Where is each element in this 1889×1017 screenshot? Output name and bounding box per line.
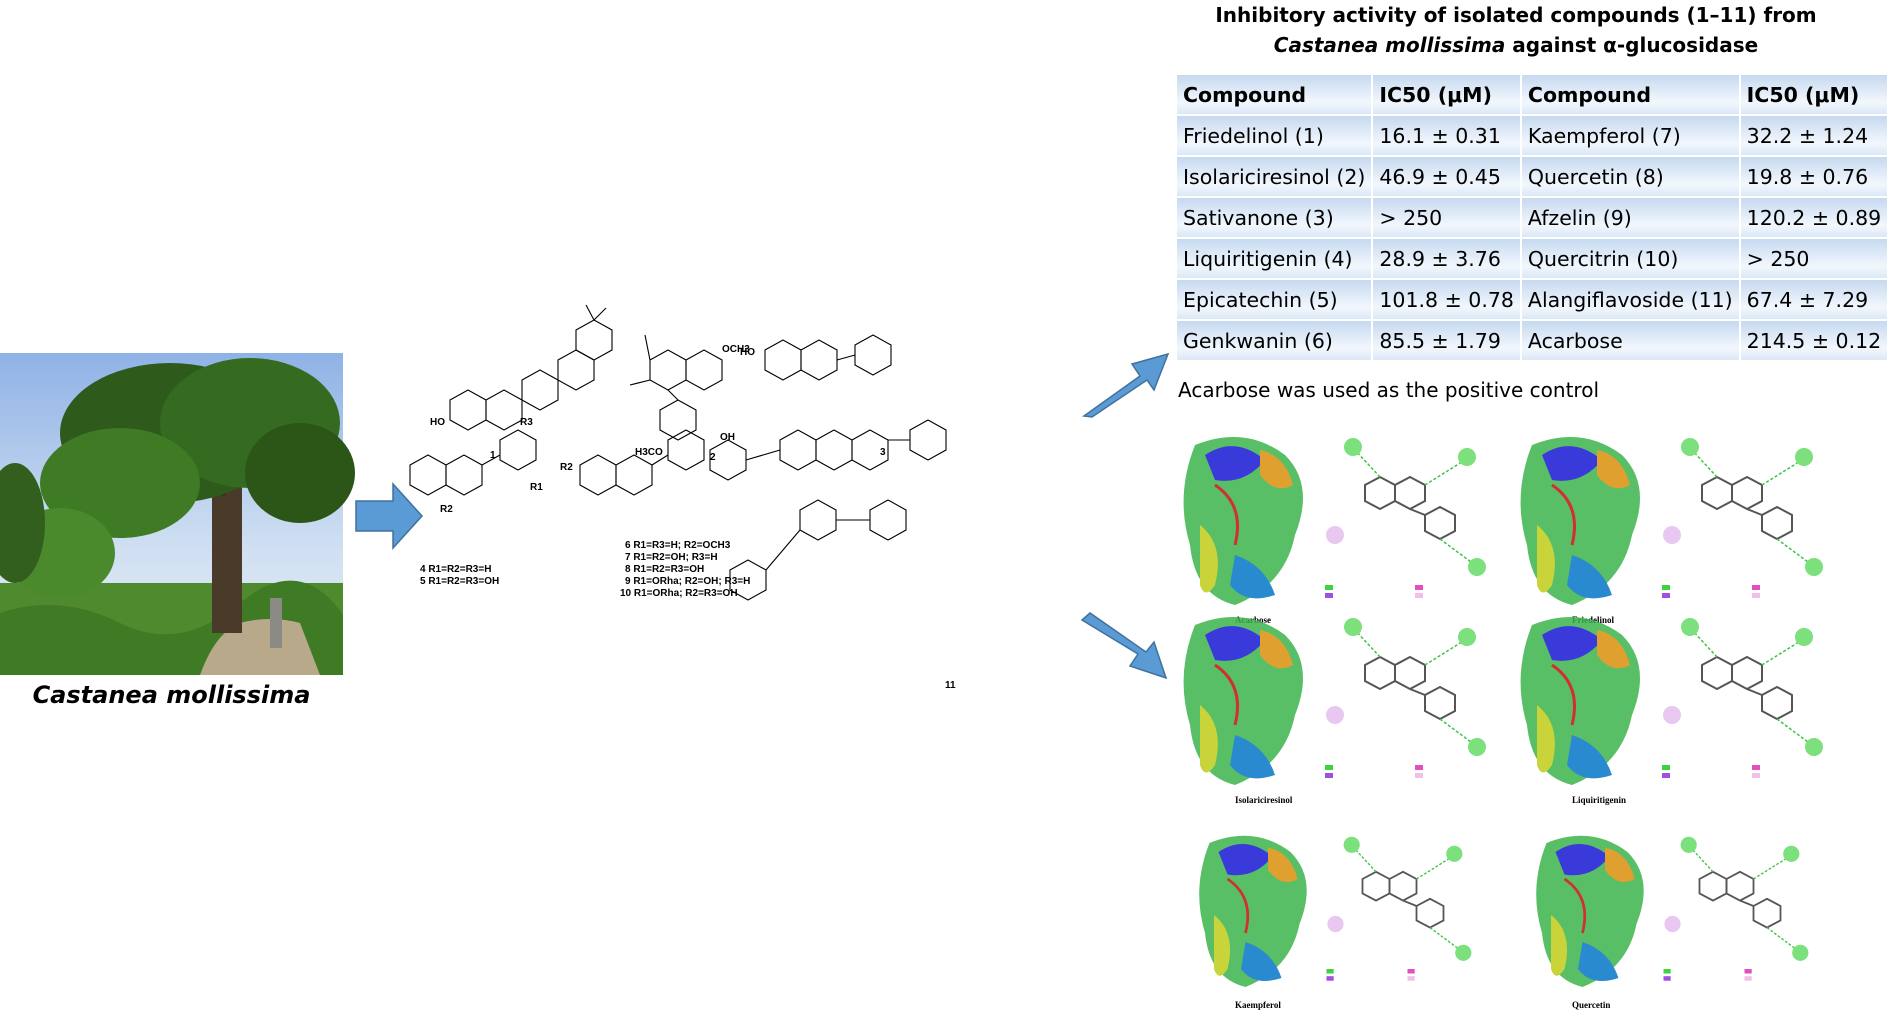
compound-3-label: 3: [880, 447, 886, 458]
docking-label: Isolariciresinol: [1235, 795, 1293, 805]
docking-panel: Kaempferol: [1175, 825, 1505, 1010]
cell: Quercetin (8): [1521, 157, 1739, 196]
title-line-2: Castanea mollissima against α-glucosidas…: [1273, 33, 1759, 57]
substituent-r2-b: R2: [560, 462, 573, 473]
compound-11-label: 11: [945, 680, 956, 691]
docking-panel: Isolariciresinol: [1175, 605, 1505, 805]
docking-label: Quercetin: [1572, 1000, 1611, 1010]
cell: Genkwanin (6): [1177, 321, 1372, 360]
cell: Liquiritigenin (4): [1177, 239, 1372, 278]
header-ic50: IC50 (μM): [1740, 75, 1888, 114]
cell: Epicatechin (5): [1177, 280, 1372, 319]
cell: Alangiflavoside (11): [1521, 280, 1739, 319]
header-compound: Compound: [1177, 75, 1372, 114]
substituent-r1: R1: [530, 482, 543, 493]
header-ic50: IC50 (μM): [1373, 75, 1520, 114]
docking-image: [1520, 437, 1823, 605]
table-title: Inhibitory activity of isolated compound…: [1170, 0, 1862, 60]
cell: 28.9 ± 3.76: [1373, 239, 1520, 278]
cell: 67.4 ± 7.29: [1740, 280, 1888, 319]
cell: 16.1 ± 0.31: [1373, 116, 1520, 155]
docking-label: Liquiritigenin: [1572, 795, 1627, 805]
cell: Acarbose: [1521, 321, 1739, 360]
docking-panel: Liquiritigenin: [1512, 605, 1842, 805]
cell: > 250: [1740, 239, 1888, 278]
cell: 32.2 ± 1.24: [1740, 116, 1888, 155]
docking-image: [1183, 437, 1486, 605]
cell: Kaempferol (7): [1521, 116, 1739, 155]
docking-image: [1199, 835, 1472, 987]
substituent-r3: R3: [520, 417, 533, 428]
compound-6-label: 6 R1=R3=H; R2=OCH3: [625, 540, 731, 551]
cell: Quercitrin (10): [1521, 239, 1739, 278]
docking-image: [1183, 617, 1486, 785]
docking-image: [1536, 835, 1809, 987]
photo-caption: Castanea mollissima: [32, 681, 311, 709]
docking-panel: Quercetin: [1512, 825, 1842, 1010]
cell: Friedelinol (1): [1177, 116, 1372, 155]
docking-image: [1520, 617, 1823, 785]
up-right-arrow: [1082, 352, 1170, 418]
docking-label: Kaempferol: [1235, 1000, 1281, 1010]
docking-panel: Friedelinol: [1512, 425, 1842, 625]
docking-panel: Acarbose: [1175, 425, 1505, 625]
cell: 85.5 ± 1.79: [1373, 321, 1520, 360]
compound-2-label: 2: [710, 452, 716, 463]
cell: Afzelin (9): [1521, 198, 1739, 237]
cell: 101.8 ± 0.78: [1373, 280, 1520, 319]
substituent-h3co: H3CO: [635, 447, 663, 458]
cell: 120.2 ± 0.89: [1740, 198, 1888, 237]
cell: 19.8 ± 0.76: [1740, 157, 1888, 196]
compound-10-label: 10 R1=ORha; R2=R3=OH: [620, 588, 738, 599]
title-line-1: Inhibitory activity of isolated compound…: [1215, 3, 1817, 27]
substituent-ho-3: HO: [740, 347, 755, 358]
cell: Isolariciresinol (2): [1177, 157, 1372, 196]
cell: Sativanone (3): [1177, 198, 1372, 237]
compound-7-label: 7 R1=R2=OH; R3=H: [625, 552, 718, 563]
header-compound: Compound: [1521, 75, 1739, 114]
right-arrow: [355, 482, 424, 550]
tree-photo: [0, 353, 355, 675]
compound-8-label: 8 R1=R2=R3=OH: [625, 564, 704, 575]
ic50-table: Compound IC50 (μM) Compound IC50 (μM) Fr…: [1175, 73, 1889, 362]
substituent-ho: HO: [430, 417, 445, 428]
down-right-arrow: [1080, 612, 1168, 680]
compound-1-label: 1: [490, 450, 496, 461]
cell: 46.9 ± 0.45: [1373, 157, 1520, 196]
compound-9-label: 9 R1=ORha; R2=OH; R3=H: [625, 576, 750, 587]
substituent-oh: OH: [720, 432, 735, 443]
cell: 214.5 ± 0.12: [1740, 321, 1888, 360]
substituent-r2: R2: [440, 504, 453, 515]
table-header-row: Compound IC50 (μM) Compound IC50 (μM): [1177, 75, 1888, 114]
cell: > 250: [1373, 198, 1520, 237]
positive-control-note: Acarbose was used as the positive contro…: [1178, 378, 1600, 402]
substituent-och3: OCH3: [722, 344, 750, 355]
docking-label: Friedelinol: [1572, 615, 1614, 625]
